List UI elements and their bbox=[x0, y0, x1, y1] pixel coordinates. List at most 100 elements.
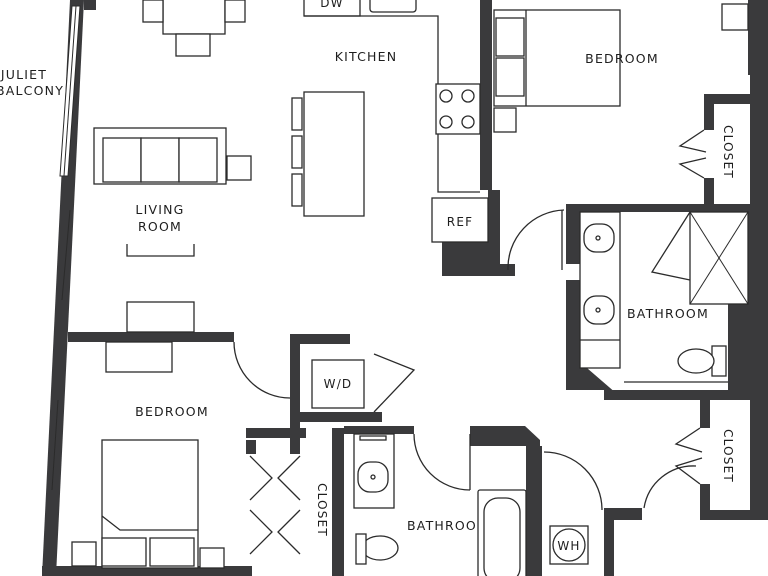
closet-bottom-door-1 bbox=[674, 427, 703, 453]
dining-chair-top-right bbox=[224, 0, 246, 23]
nightstand-top bbox=[493, 107, 517, 133]
closet-top-door-1 bbox=[678, 129, 707, 153]
toilet-bottom-bowl bbox=[361, 535, 399, 561]
dining-chair-top-left bbox=[142, 0, 164, 23]
bathroom-right: BATHROOM bbox=[579, 211, 749, 383]
bedroom-top-door-swing bbox=[507, 209, 565, 271]
closet-left-wall-right bbox=[332, 428, 344, 576]
closet-bottom-right-label: CLOSET bbox=[721, 429, 735, 483]
living-bedroom-wall bbox=[68, 332, 234, 342]
closet-left-door-3 bbox=[249, 509, 273, 555]
closet-bottom-right-wall-left bbox=[700, 400, 710, 428]
dishwasher-label: DW bbox=[320, 0, 344, 10]
closet-top-right-wall-left-low bbox=[704, 178, 714, 210]
bedroom-top: BEDROOM bbox=[493, 3, 749, 271]
water-heater-circle bbox=[552, 528, 586, 562]
sink-bottom bbox=[357, 461, 389, 493]
sink-right-1 bbox=[583, 223, 615, 253]
bathroom-bottom-door-swing bbox=[413, 433, 471, 491]
bath-right-wall-top bbox=[566, 204, 758, 212]
juliet-label-line2: BALCONY bbox=[0, 83, 64, 98]
refrigerator-box bbox=[431, 197, 489, 243]
refrigerator-label: REF bbox=[447, 215, 473, 229]
hall-wall-left bbox=[290, 334, 300, 454]
shower-door bbox=[650, 211, 691, 281]
burner-4 bbox=[461, 115, 475, 129]
closet-top-right-wall-left bbox=[704, 94, 714, 130]
sink-right-2-drain bbox=[595, 307, 601, 313]
dining-chair-bottom bbox=[175, 33, 211, 57]
bathroom-bottom: BATHROOM WH bbox=[353, 433, 603, 576]
closet-bottom-right-wall-left-low bbox=[700, 484, 710, 520]
closet-top-right-label: CLOSET bbox=[721, 125, 735, 179]
washer-dryer-label: W/D bbox=[324, 377, 353, 391]
dresser-top-right bbox=[721, 3, 749, 31]
sink-bottom-drain bbox=[370, 474, 376, 480]
window-glass-line bbox=[63, 5, 77, 177]
desk bbox=[105, 341, 173, 373]
kitchen-sink bbox=[369, 0, 417, 13]
closet-left-door-1 bbox=[249, 455, 273, 501]
burner-1 bbox=[439, 89, 453, 103]
bath-right-wall-left-low bbox=[566, 280, 624, 400]
exterior-wall-right bbox=[750, 75, 768, 515]
pillow-left-1 bbox=[101, 537, 147, 567]
pillow-top-1 bbox=[495, 17, 525, 57]
window-line-3 bbox=[51, 399, 59, 491]
closet-left-wall-top bbox=[246, 428, 306, 438]
bath-bottom-wall-top bbox=[344, 426, 414, 434]
water-heater-label: WH bbox=[557, 539, 580, 553]
closet-top-right-wall-top bbox=[704, 94, 764, 104]
bed-left-fold bbox=[101, 515, 198, 531]
toilet-right-bowl bbox=[677, 348, 715, 374]
bedroom-left-label: BEDROOM bbox=[135, 404, 209, 419]
side-table bbox=[226, 155, 252, 181]
bedroom-top-label: BEDROOM bbox=[585, 51, 659, 66]
coffee-table bbox=[126, 244, 195, 257]
wd-door bbox=[373, 353, 416, 413]
closet-top-right: CLOSET bbox=[678, 125, 735, 179]
closet-left-label: CLOSET bbox=[315, 483, 329, 537]
kitchen-wall bbox=[480, 0, 492, 190]
closet-left: CLOSET bbox=[249, 455, 329, 555]
sofa-cushion-3 bbox=[178, 137, 218, 183]
exterior-wall-bottom bbox=[42, 566, 252, 576]
exterior-wall-top-left bbox=[84, 0, 96, 10]
closet-top-door-2 bbox=[678, 157, 707, 179]
burner-2 bbox=[461, 89, 475, 103]
stool-1 bbox=[291, 97, 303, 131]
sofa-cushion-2 bbox=[140, 137, 180, 183]
juliet-label-line1: JULIET bbox=[0, 67, 47, 82]
nightstand-left-2 bbox=[199, 547, 225, 569]
closet-left-door-4 bbox=[277, 509, 301, 555]
wd-wall-top bbox=[290, 334, 350, 344]
shower-x2 bbox=[689, 211, 749, 305]
bedroom-right-wall bbox=[246, 440, 256, 454]
exterior-wall-top-right bbox=[748, 0, 768, 75]
sofa-cushion-1 bbox=[102, 137, 142, 183]
bedroom-left-door-swing bbox=[233, 341, 291, 399]
burner-3 bbox=[439, 115, 453, 129]
stool-3 bbox=[291, 173, 303, 207]
closet-left-door-2 bbox=[277, 455, 301, 501]
stool-2 bbox=[291, 135, 303, 169]
wh-door-swing bbox=[543, 451, 603, 511]
closet-bottom-door-2 bbox=[674, 457, 703, 485]
towel-bar bbox=[359, 435, 387, 441]
pillow-top-2 bbox=[495, 57, 525, 97]
water-heater-box bbox=[549, 525, 589, 565]
bath-right-wall-bottom bbox=[604, 390, 754, 400]
living-label-line1: LIVING bbox=[135, 202, 184, 217]
closet-bottom-right-wall-bottom bbox=[700, 510, 768, 520]
ref-column-side bbox=[488, 190, 500, 242]
living-room: LIVING ROOM JULIET BALCONY bbox=[0, 67, 252, 333]
sink-right-2 bbox=[583, 295, 615, 325]
kitchen-label: KITCHEN bbox=[335, 49, 398, 64]
wd-wall-bottom bbox=[300, 412, 382, 422]
toilet-bottom-tank bbox=[355, 533, 367, 565]
living-label-line2: ROOM bbox=[138, 219, 182, 234]
bathtub-inner bbox=[483, 497, 521, 576]
washer-dryer-box bbox=[311, 359, 365, 409]
sink-right-1-drain bbox=[595, 235, 601, 241]
tv-console bbox=[126, 301, 195, 333]
